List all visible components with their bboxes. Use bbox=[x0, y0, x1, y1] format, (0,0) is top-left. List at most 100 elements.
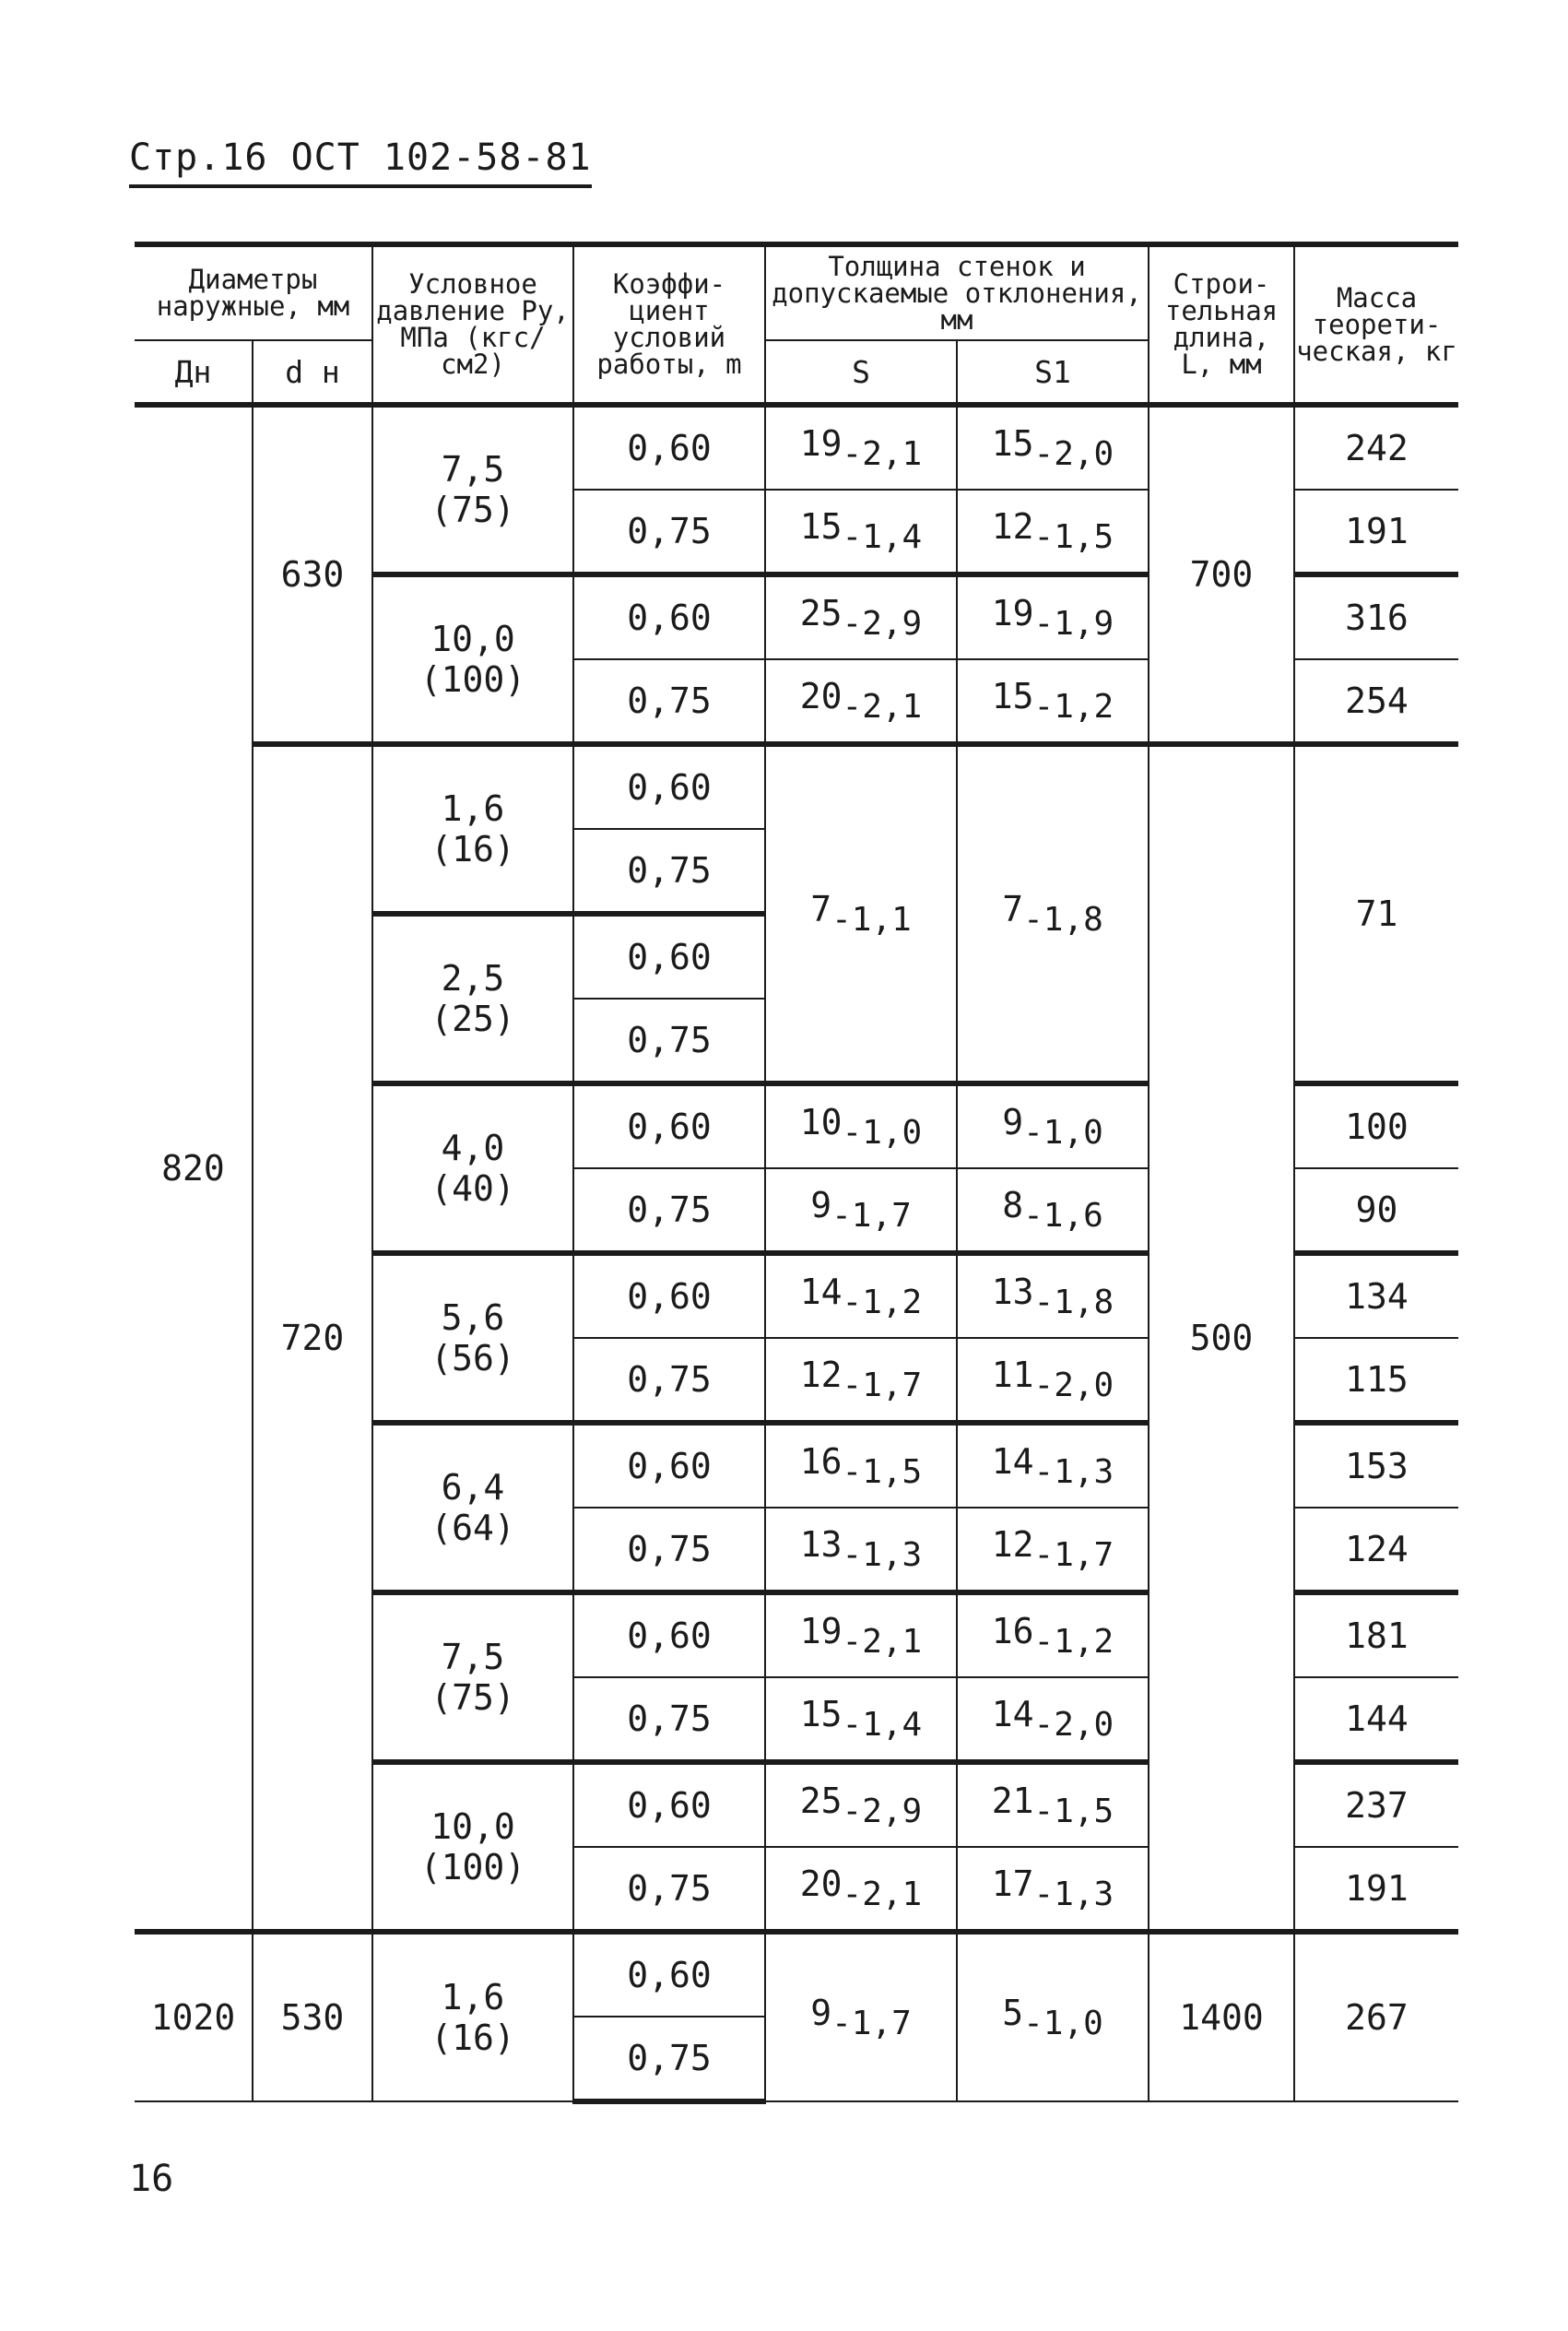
cell-S: 19-2,1 bbox=[764, 402, 958, 491]
col-mass: Масса теорети-ческая, кг bbox=[1293, 243, 1458, 406]
S-value: 15-1,4 bbox=[799, 1694, 922, 1744]
S-value-value: 15 bbox=[799, 506, 843, 547]
cell-S1: 14-2,0 bbox=[956, 1676, 1149, 1763]
cell-pressure: 1,6(16) bbox=[371, 1929, 574, 2102]
S-value-value: 20 bbox=[799, 676, 843, 716]
cell-coef: 0,75 bbox=[572, 1507, 766, 1593]
S1-value-value: 11 bbox=[991, 1355, 1034, 1395]
S1-value: 19-1,9 bbox=[991, 593, 1114, 643]
S1-value-tolerance: -1,5 bbox=[1033, 518, 1114, 556]
S1-value: 14-2,0 bbox=[992, 1694, 1114, 1744]
S-value: 9-1,7 bbox=[810, 1185, 912, 1235]
cell-S1: 8-1,6 bbox=[956, 1167, 1149, 1254]
cell-S1: 12-1,7 bbox=[956, 1507, 1149, 1593]
cell-S1: 21-1,5 bbox=[956, 1759, 1149, 1848]
S1-value-value: 16 bbox=[991, 1611, 1034, 1651]
S1-value-tolerance: -2,0 bbox=[1033, 435, 1114, 473]
pressure-mpa: 10,0 bbox=[430, 619, 515, 659]
S1-value-tolerance: -1,9 bbox=[1033, 605, 1114, 643]
S-value-tolerance: -2,1 bbox=[842, 1875, 923, 1913]
S1-value: 12-1,5 bbox=[992, 506, 1114, 556]
cell-coef: 0,60 bbox=[572, 1420, 766, 1509]
S-value-tolerance: -1,5 bbox=[842, 1453, 923, 1491]
cell-S1: 16-1,2 bbox=[956, 1590, 1149, 1678]
cell-S: 10-1,0 bbox=[764, 1081, 958, 1169]
S1-value-value: 19 bbox=[991, 593, 1034, 633]
S1-value-tolerance: -1,8 bbox=[1033, 1284, 1114, 1321]
S1-value-tolerance: -2,0 bbox=[1033, 1367, 1114, 1404]
cell-coef: 0,60 bbox=[572, 402, 766, 491]
S-value: 13-1,3 bbox=[799, 1524, 922, 1574]
S-value-value: 20 bbox=[799, 1864, 843, 1904]
cell-coef: 0,60 bbox=[572, 911, 766, 1000]
col-dn: d н bbox=[252, 339, 373, 408]
cell-dn: 530 bbox=[252, 1929, 373, 2102]
cell-coef: 0,75 bbox=[572, 489, 766, 575]
S1-value-tolerance: -1,7 bbox=[1033, 1536, 1114, 1574]
cell-S: 15-1,4 bbox=[764, 489, 958, 575]
cell-S1: 17-1,3 bbox=[956, 1846, 1149, 1933]
pressure-mpa: 6,4 bbox=[441, 1467, 505, 1508]
cell-coef: 0,60 bbox=[572, 1081, 766, 1169]
S1-value: 15-1,2 bbox=[992, 676, 1114, 726]
cell-mass: 144 bbox=[1293, 1676, 1458, 1763]
pressure-kgf: (16) bbox=[430, 2017, 515, 2058]
cell-pressure: 7,5(75) bbox=[371, 402, 574, 575]
cell-mass: 191 bbox=[1293, 489, 1458, 575]
S-value-tolerance: -1,4 bbox=[842, 1706, 923, 1744]
col-coef: Коэффи-циент условий работы, m bbox=[572, 243, 766, 406]
S-value-value: 12 bbox=[799, 1355, 843, 1395]
cell-S1: 19-1,9 bbox=[956, 572, 1149, 660]
S-value: 20-2,1 bbox=[799, 1864, 922, 1913]
S1-value-value: 7 bbox=[1002, 889, 1024, 929]
cell-Dn: 820 bbox=[135, 402, 253, 1933]
cell-coef: 0,60 bbox=[572, 1759, 766, 1848]
col-diameters: Диаметры наружные, мм bbox=[135, 243, 373, 341]
cell-coef: 0,75 bbox=[572, 1676, 766, 1763]
S1-value-value: 5 bbox=[1002, 1993, 1024, 2033]
S-value: 16-1,5 bbox=[800, 1441, 922, 1491]
S-value-tolerance: -1,7 bbox=[831, 2005, 912, 2042]
S1-value-tolerance: -1,5 bbox=[1033, 1793, 1114, 1830]
cell-mass: 115 bbox=[1293, 1337, 1458, 1424]
S-value-value: 7 bbox=[810, 889, 832, 929]
S1-value-tolerance: -1,0 bbox=[1023, 1114, 1103, 1152]
cell-S: 13-1,3 bbox=[764, 1507, 958, 1593]
cell-dn: 630 bbox=[252, 402, 373, 745]
cell-S1: 5-1,0 bbox=[956, 1929, 1149, 2102]
S-value-value: 13 bbox=[799, 1524, 843, 1565]
S-value-value: 9 bbox=[810, 1185, 832, 1225]
cell-pressure: 10,0(100) bbox=[371, 572, 574, 745]
S1-value-tolerance: -1,6 bbox=[1023, 1197, 1103, 1235]
cell-Dn: 1020 bbox=[135, 1929, 253, 2102]
S-value: 25-2,9 bbox=[800, 1781, 922, 1830]
S1-value-value: 9 bbox=[1002, 1102, 1024, 1142]
cell-mass: 237 bbox=[1293, 1759, 1458, 1848]
S-value-tolerance: -1,2 bbox=[842, 1284, 923, 1321]
cell-coef: 0,60 bbox=[572, 741, 766, 830]
S-value-value: 15 bbox=[799, 1694, 843, 1734]
col-S: S bbox=[764, 339, 958, 408]
cell-mass: 100 bbox=[1293, 1081, 1458, 1169]
S-value-value: 14 bbox=[799, 1272, 843, 1312]
cell-S1: 11-2,0 bbox=[956, 1337, 1149, 1424]
cell-S: 16-1,5 bbox=[764, 1420, 958, 1509]
S1-value-tolerance: -1,8 bbox=[1023, 901, 1103, 939]
cell-S1: 15-2,0 bbox=[956, 402, 1149, 491]
cell-coef: 0,75 bbox=[572, 658, 766, 745]
cell-S1: 14-1,3 bbox=[956, 1420, 1149, 1509]
S-value-tolerance: -1,3 bbox=[842, 1536, 923, 1574]
S-value: 19-2,1 bbox=[800, 1611, 922, 1661]
pressure-kgf: (100) bbox=[419, 1847, 526, 1887]
cell-S: 14-1,2 bbox=[764, 1250, 958, 1339]
cell-mass: 134 bbox=[1293, 1250, 1458, 1339]
cell-S: 12-1,7 bbox=[764, 1337, 958, 1424]
pressure-mpa: 5,6 bbox=[441, 1297, 505, 1338]
S1-value-value: 15 bbox=[991, 423, 1034, 464]
cell-coef: 0,60 bbox=[572, 1929, 766, 2017]
S1-value-tolerance: -1,3 bbox=[1033, 1453, 1114, 1491]
cell-coef: 0,60 bbox=[572, 1590, 766, 1678]
pressure-mpa: 4,0 bbox=[441, 1128, 505, 1168]
cell-S: 25-2,9 bbox=[764, 1759, 958, 1848]
